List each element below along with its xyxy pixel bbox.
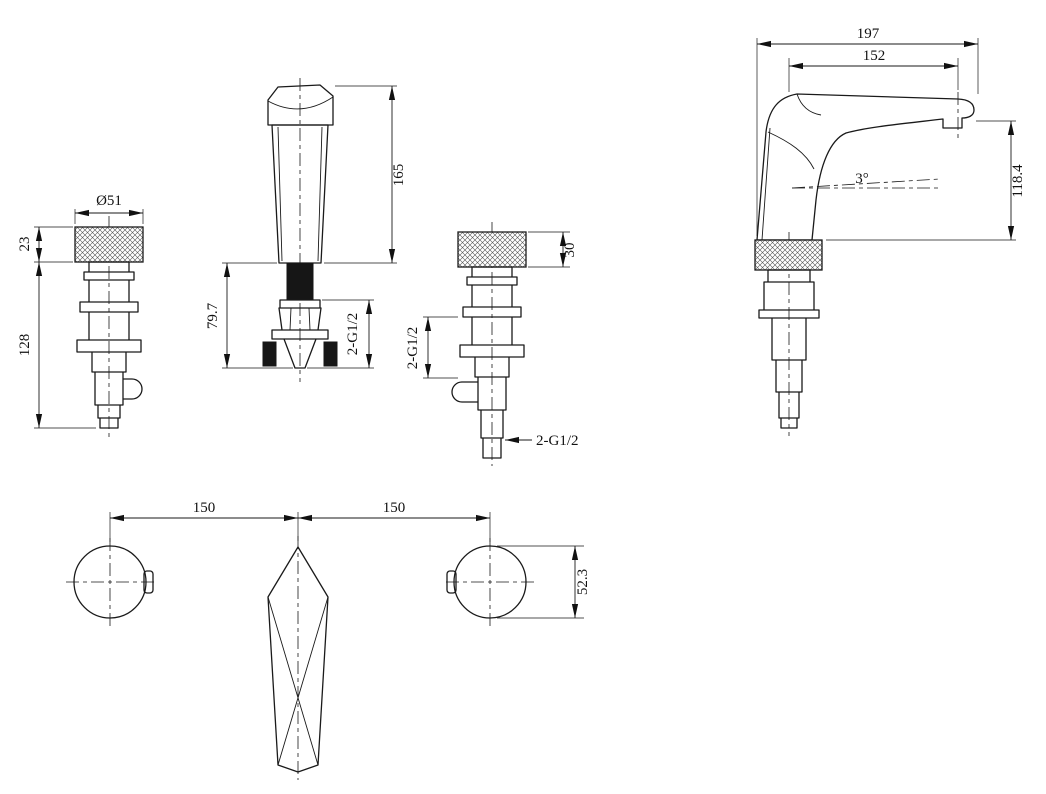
dim-extension: [497, 545, 584, 619]
valve-side-view: 30 2-G1/2 2-G1/2: [405, 222, 579, 466]
handle-body-outline: [76, 261, 143, 429]
dim-overall-length-label: 197: [857, 26, 880, 42]
handle-front-view: Ø51 23 128: [17, 193, 144, 437]
dim-knurl-height-label: 30: [562, 243, 578, 258]
spout-front-view: 165 79.7 2-G1/2: [205, 78, 407, 382]
dim-diameter-label: Ø51: [96, 193, 122, 209]
dim-extension: [109, 512, 491, 542]
body-facet-lines: [277, 126, 323, 262]
dim-under-counter-label: 79.7: [205, 302, 221, 329]
nut-facet-lines: [289, 307, 311, 331]
spout-profile-outline: [756, 93, 975, 241]
knurl-band: [754, 239, 823, 271]
spout-plan-facet-lines: [267, 596, 329, 766]
dim-body-height-label: 128: [17, 334, 33, 357]
dim-spout-height-label: 118.4: [1010, 164, 1026, 198]
dim-thread-side-label: 2-G1/2: [405, 327, 421, 370]
side-tab-left: [262, 341, 277, 367]
plan-view: 150 150 52.3: [66, 500, 591, 780]
spout-body-outline: [271, 124, 329, 264]
knurl-band: [457, 231, 527, 268]
dim-extension: [307, 299, 374, 369]
shank-outline: [758, 269, 820, 429]
dim-angle-label: 3°: [855, 171, 869, 187]
dim-extension: [756, 38, 979, 236]
dim-handle-diameter-label: 52.3: [575, 569, 591, 595]
mounting-hardware-outline: [271, 299, 329, 369]
spout-side-view: 3° 197 152 118.4: [754, 26, 1026, 436]
dim-reach-label: 152: [863, 48, 886, 64]
knurl-band: [74, 226, 144, 263]
dim-extension: [324, 85, 397, 264]
dim-thread-label: 2-G1/2: [345, 313, 361, 356]
side-tab-right: [323, 341, 338, 367]
cap-facet-line: [267, 96, 334, 110]
dim-knurl-height-label: 23: [17, 237, 33, 252]
dim-height-label: 165: [391, 164, 407, 187]
spout-cap-outline: [267, 84, 334, 126]
valve-body-outline: [451, 266, 525, 459]
dim-thread-bottom-label: 2-G1/2: [536, 433, 579, 449]
profile-facet-lines: [761, 93, 822, 241]
dim-extension: [222, 262, 293, 369]
dim-right-pitch-label: 150: [383, 500, 406, 516]
dim-left-pitch-label: 150: [193, 500, 216, 516]
threaded-shank: [286, 262, 314, 301]
